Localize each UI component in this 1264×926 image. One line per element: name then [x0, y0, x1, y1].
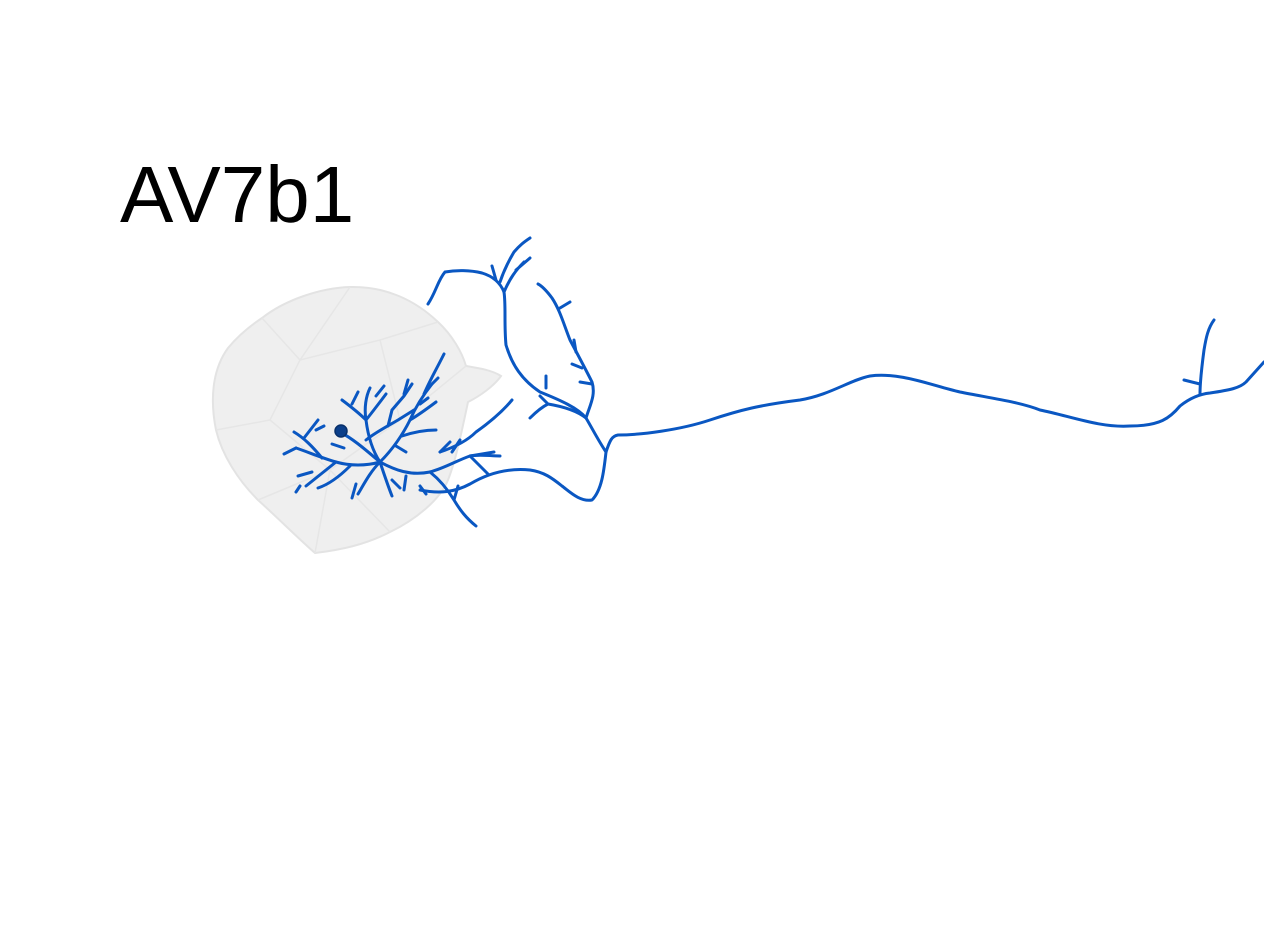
axon-upper-twig-3 — [490, 264, 498, 282]
dendrite-f — [356, 460, 394, 498]
dendrite-i — [428, 470, 478, 528]
axon-upper-twig-2 — [498, 236, 532, 284]
axon-twig-1 — [1182, 378, 1202, 386]
axon-upper-twig-1 — [502, 256, 532, 294]
dendrite-e — [294, 446, 382, 488]
soma-marker — [334, 424, 348, 438]
neuron-title: AV7b1 — [120, 150, 355, 239]
dendrite-g — [282, 418, 352, 490]
neuropil-outline — [211, 285, 503, 555]
axon-lower-loop — [418, 450, 608, 502]
dendrite-twigs — [294, 376, 440, 500]
dendrite-b — [340, 392, 388, 422]
neuron-skeleton — [282, 236, 1264, 528]
axon-twig-short-1 — [544, 300, 594, 390]
neuropil-mesh — [211, 285, 503, 555]
axon-upper-branch-a — [536, 282, 608, 454]
axon-branch-mid — [528, 394, 588, 420]
dendrite-j — [438, 438, 496, 476]
axon-mid-branch — [438, 398, 514, 454]
dendrite-d — [400, 352, 446, 438]
dendrite-h — [364, 382, 416, 442]
axon-main — [604, 360, 1264, 454]
axon-branch-upper-right — [1198, 318, 1216, 396]
